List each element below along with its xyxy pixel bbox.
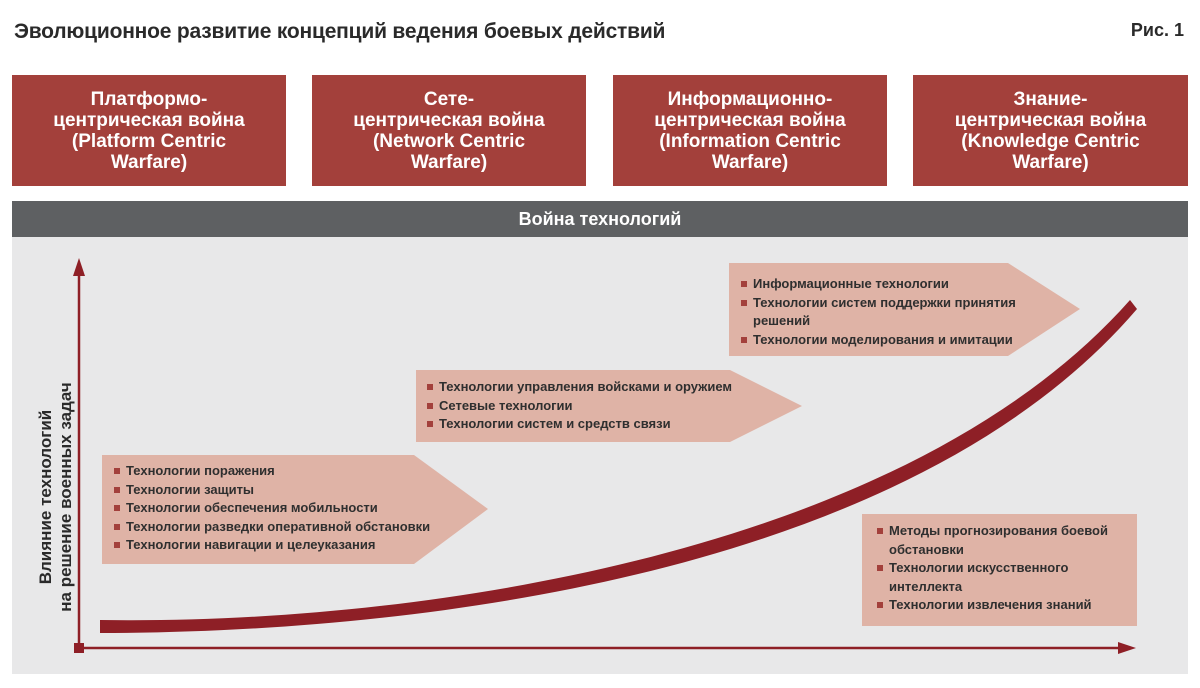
concept-label-network: Сете- центрическая война (Network Centri…	[353, 88, 545, 173]
bullet-icon	[877, 528, 883, 534]
axis-origin-marker	[74, 643, 84, 653]
concept-label-information: Информационно- центрическая война (Infor…	[654, 88, 846, 173]
bullet-icon	[427, 421, 433, 427]
list-item-text: Информационные технологии	[753, 276, 949, 291]
list-item: Информационные технологии	[741, 275, 1041, 294]
bullet-icon	[114, 523, 120, 530]
stage-list-4: Методы прогнозирования боевой обстановки…	[877, 522, 1127, 615]
list-item-text: Технологии навигации и целеуказания	[126, 537, 376, 552]
stage-list-1: Технологии поражения Технологии защиты Т…	[114, 462, 474, 555]
tech-war-bar: Война технологий	[12, 201, 1188, 237]
y-axis-label: Влияние технологий на решение военных за…	[36, 382, 76, 611]
list-item: Методы прогнозирования боевой обстановки	[877, 522, 1127, 559]
list-item: Технологии систем и средств связи	[427, 415, 757, 434]
list-item: Технологии систем поддержки принятия реш…	[741, 294, 1041, 331]
list-item: Технологии разведки оперативной обстанов…	[114, 518, 474, 537]
list-item: Технологии искусственного интеллекта	[877, 559, 1127, 596]
list-item-text: Технологии искусственного интеллекта	[889, 560, 1069, 594]
bullet-icon	[741, 299, 747, 306]
bullet-icon	[877, 602, 883, 608]
list-item-text: Технологии разведки оперативной обстанов…	[126, 518, 431, 534]
page-title: Эволюционное развитие концепций ведения …	[14, 20, 666, 43]
stage-arrow-1	[102, 455, 488, 564]
stage-list-3: Информационные технологии Технологии сис…	[741, 275, 1041, 349]
figure-label: Рис. 1	[1130, 20, 1184, 40]
growth-curve	[100, 300, 1137, 633]
bullet-icon	[427, 402, 433, 409]
tech-war-label: Война технологий	[518, 208, 682, 229]
list-item: Технологии поражения	[114, 462, 474, 481]
concept-label-platform: Платформо- центрическая война (Platform …	[53, 88, 245, 173]
list-item-text: Сетевые технологии	[439, 397, 573, 413]
concept-box-network: Сете- центрическая война (Network Centri…	[312, 75, 586, 186]
stage-arrow-3	[729, 263, 1080, 356]
list-item-text: Технологии управления войсками и оружием	[439, 379, 733, 394]
concept-box-platform: Платформо- центрическая война (Platform …	[12, 75, 286, 186]
list-item-text: Технологии систем и средств связи	[439, 416, 671, 431]
list-item-text: Технологии систем поддержки принятия реш…	[753, 294, 1016, 329]
bullet-icon	[114, 468, 120, 474]
list-item-text: Методы прогнозирования боевой обстановки	[889, 523, 1108, 557]
list-item: Технологии обеспечения мобильности	[114, 499, 474, 518]
list-item: Технологии управления войсками и оружием	[427, 378, 757, 397]
list-item-text: Технологии моделирования и имитации	[753, 331, 1013, 347]
x-axis-arrowhead	[1118, 642, 1136, 654]
list-item-text: Технологии извлечения знаний	[889, 597, 1092, 612]
bullet-icon	[114, 486, 120, 493]
list-item: Технологии навигации и целеуказания	[114, 536, 474, 555]
list-item: Технологии моделирования и имитации	[741, 331, 1041, 350]
stage-box-4	[862, 514, 1137, 626]
list-item: Технологии извлечения знаний	[877, 596, 1127, 615]
y-axis-label-line-2: на решение военных задач	[56, 382, 75, 612]
stage-list-2: Технологии управления войсками и оружием…	[427, 378, 757, 434]
bullet-icon	[114, 542, 120, 548]
bullet-icon	[741, 336, 747, 343]
list-item-text: Технологии обеспечения мобильности	[126, 500, 378, 515]
list-item-text: Технологии поражения	[126, 463, 275, 478]
stage-arrow-2	[416, 370, 802, 442]
y-axis-label-line-1: Влияние технологий	[36, 409, 55, 585]
concept-label-knowledge: Знание- центрическая война (Knowledge Ce…	[954, 88, 1147, 173]
bullet-icon	[114, 505, 120, 511]
y-axis-arrowhead	[73, 258, 85, 276]
concept-box-information: Информационно- центрическая война (Infor…	[613, 75, 887, 186]
list-item-text: Технологии защиты	[126, 481, 255, 497]
list-item: Сетевые технологии	[427, 397, 757, 416]
bullet-icon	[877, 565, 883, 571]
concept-box-knowledge: Знание- центрическая война (Knowledge Ce…	[913, 75, 1188, 186]
bullet-icon	[427, 384, 433, 390]
list-item: Технологии защиты	[114, 481, 474, 500]
bullet-icon	[741, 281, 747, 287]
